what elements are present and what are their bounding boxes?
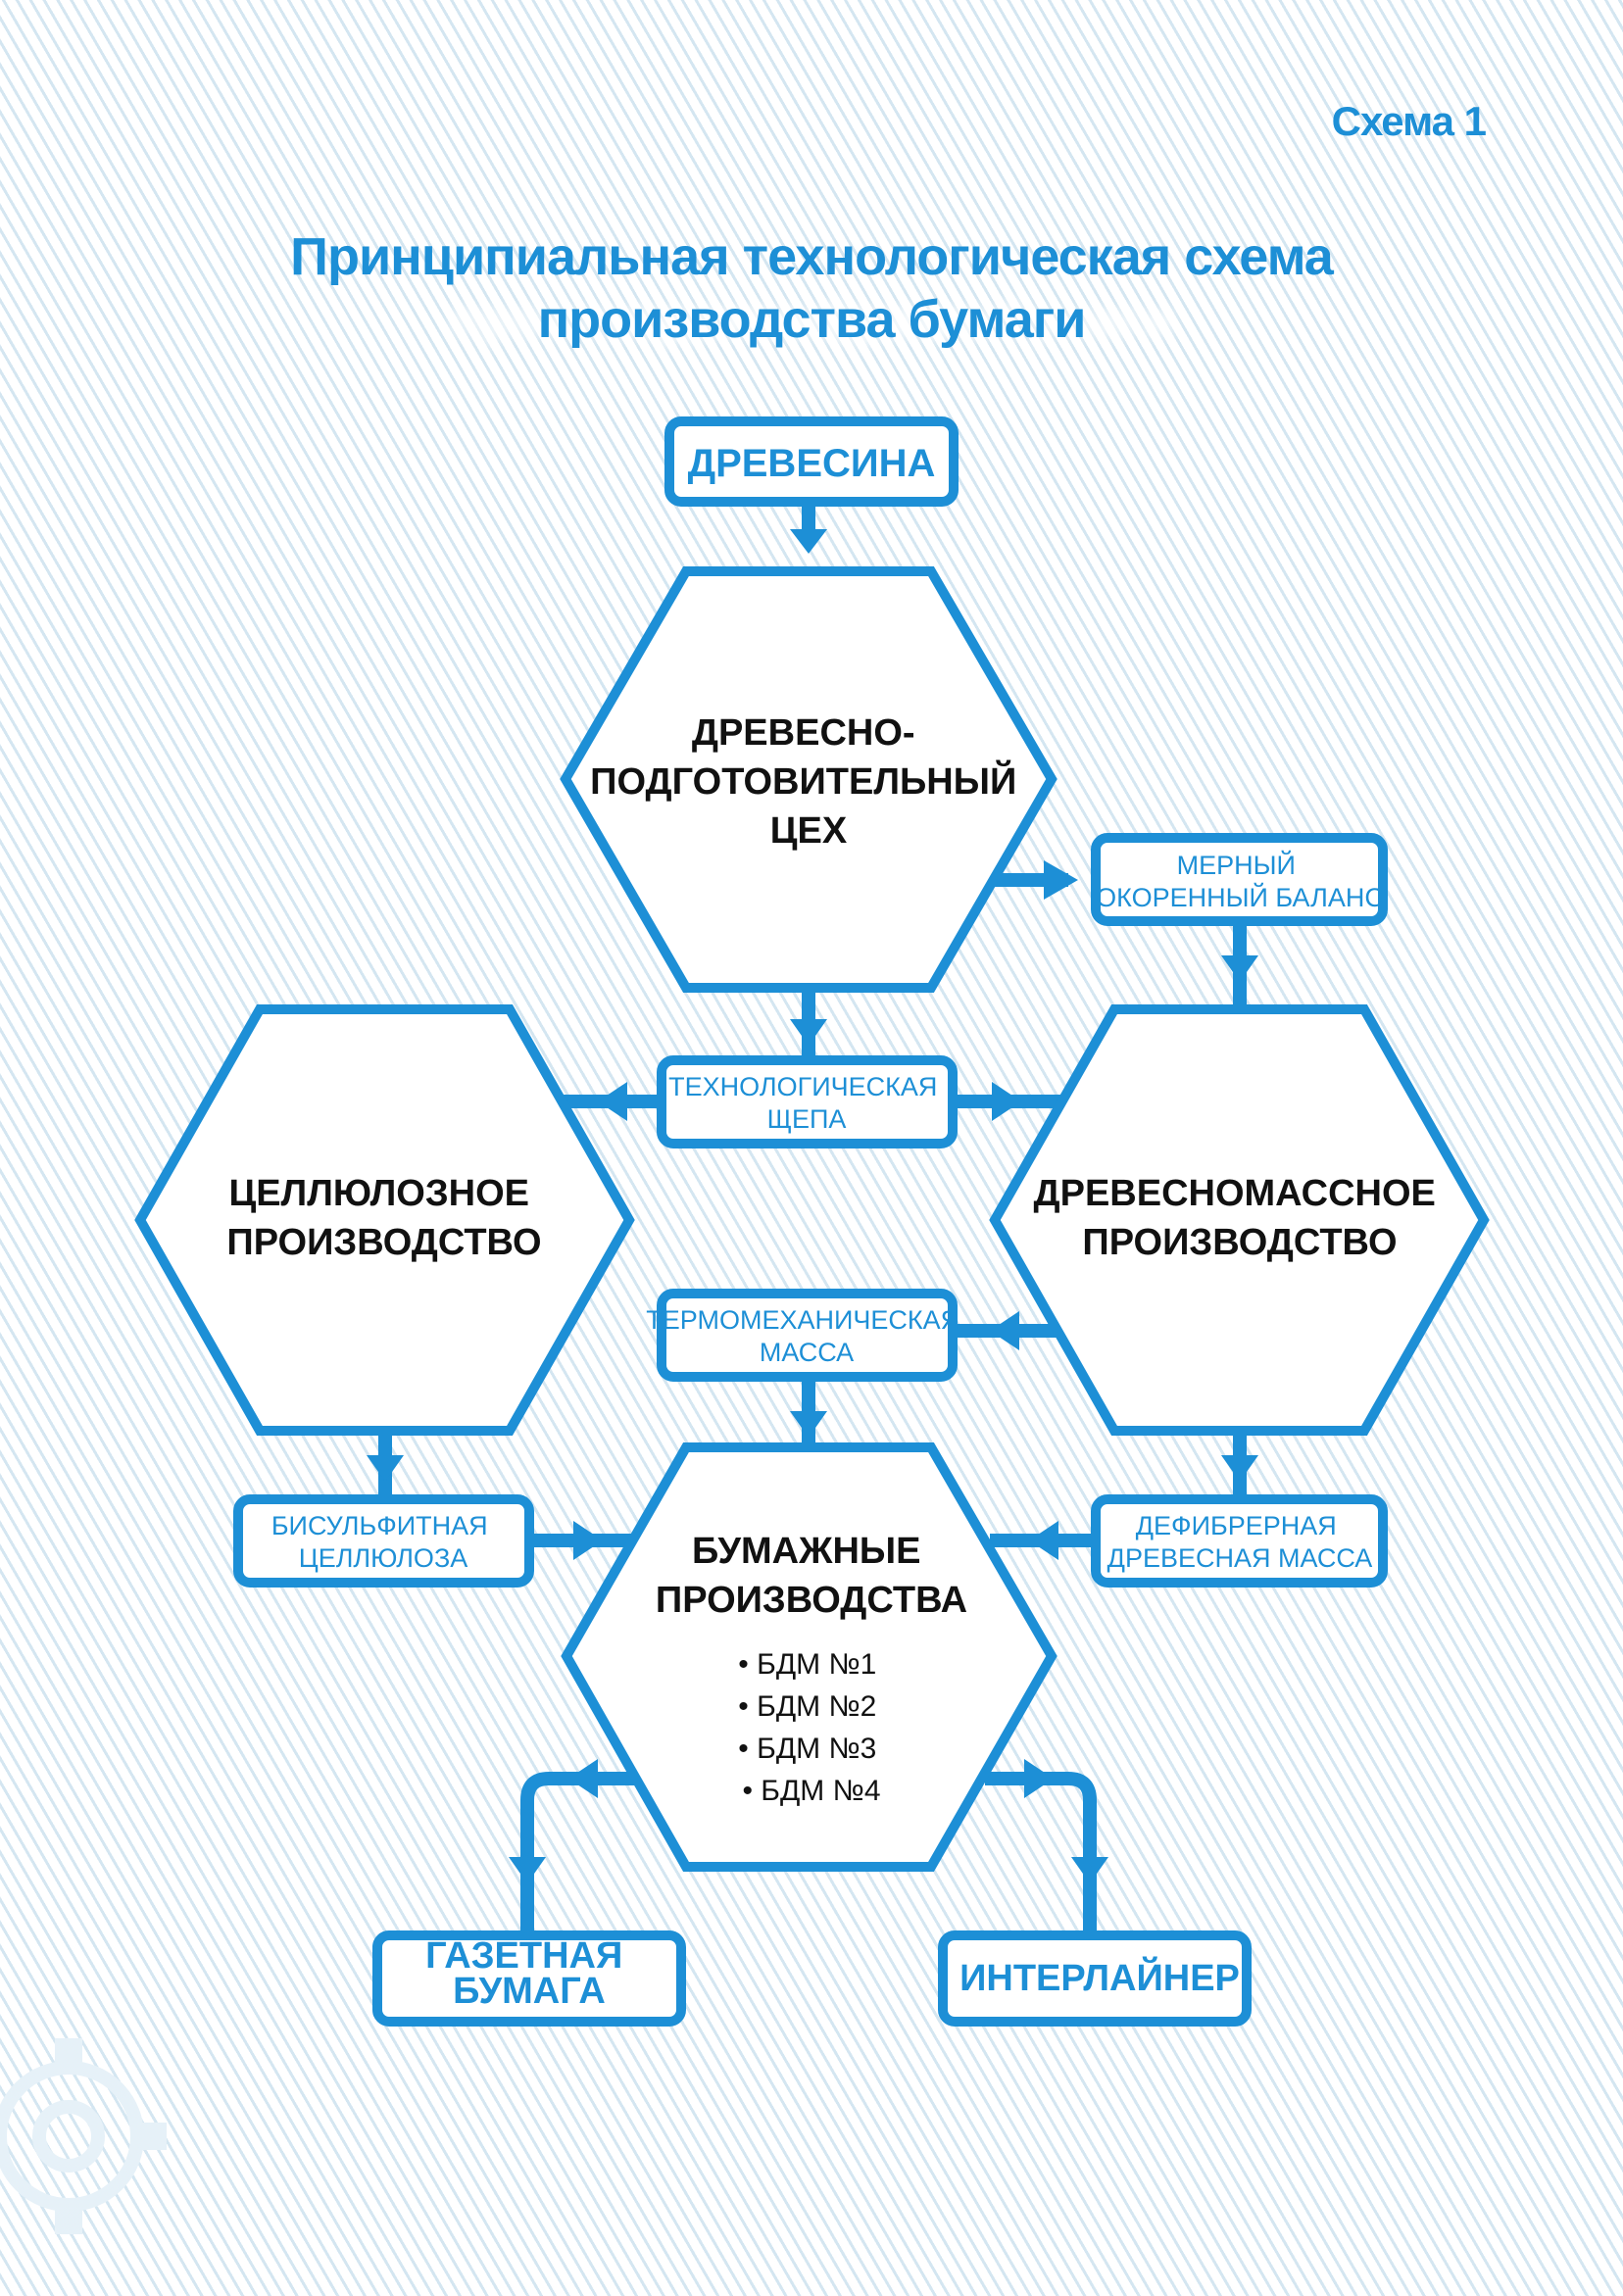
- label-barked-logs: МЕРНЫЙ ОКОРЕННЫЙ БАЛАНС: [1096, 850, 1384, 912]
- box-sulfite-pulp: [233, 1494, 534, 1588]
- box-tmp: [657, 1289, 958, 1382]
- arrow-paper-to-newsprint: [520, 1772, 635, 1935]
- title-line-2: производства бумаги: [537, 290, 1087, 349]
- arrowhead-chips-to-groundwood: [992, 1082, 1021, 1121]
- label-tmp: ТЕРМОМЕХАНИЧЕСКАЯ МАССА: [646, 1305, 966, 1367]
- arrowhead-paper-to-newsprint-b: [509, 1857, 546, 1883]
- label-chips: ТЕХНОЛОГИЧЕСКАЯ ЩЕПА: [668, 1072, 945, 1134]
- arrowhead-pulp-to-sulfite: [367, 1455, 404, 1482]
- arrow-paper-to-interliner: [985, 1772, 1097, 1935]
- hex-pulp-production: [134, 1004, 635, 1436]
- arrowhead-groundwood-to-groundwood-mass: [1221, 1455, 1258, 1482]
- box-newsprint: [372, 1930, 686, 2027]
- arrowhead-logs-to-groundwood: [1221, 955, 1258, 982]
- arrowhead-groundwood-mass-to-paper: [1029, 1521, 1058, 1560]
- box-ground-wood: [1091, 1494, 1388, 1588]
- box-barked-logs: [1091, 833, 1388, 926]
- arrowhead-tmp-to-paper: [790, 1411, 827, 1438]
- box-wood: [664, 416, 959, 507]
- box-chips: [657, 1055, 958, 1148]
- arrowhead-prep-to-logs: [1044, 860, 1078, 900]
- label-pulp-production: ЦЕЛЛЮЛОЗНОЕ ПРОИЗВОДСТВО: [226, 1173, 541, 1263]
- arrowhead-groundwood-to-tmp: [990, 1311, 1019, 1350]
- arrowhead-paper-to-interliner-a: [1024, 1759, 1054, 1798]
- arrowhead-paper-to-interliner-b: [1071, 1857, 1108, 1883]
- title-line-1: Принципиальная технологическая схема: [290, 227, 1334, 286]
- arrowhead-sulfite-to-paper: [573, 1521, 603, 1560]
- connectors: [367, 502, 1258, 1935]
- arrowhead-chips-to-pulp: [598, 1082, 627, 1121]
- arrowhead-prep-to-chips: [790, 1019, 827, 1046]
- label-newsprint: ГАЗЕТНАЯ БУМАГА: [425, 1935, 633, 2012]
- label-wood: ДРЕВЕСИНА: [688, 442, 936, 485]
- hex-paper-production: [561, 1442, 1057, 1872]
- scheme-number-label: Схема 1: [1331, 98, 1487, 144]
- label-wood-prep: ДРЕВЕСНО- ПОДГОТОВИТЕЛЬНЫЙ ЦЕХ: [590, 712, 1027, 852]
- label-interliner: ИНТЕРЛАЙНЕР: [959, 1955, 1240, 1999]
- diagram-title: Принципиальная технологическая схема про…: [0, 225, 1623, 351]
- label-paper-production: БУМАЖНЫЕ ПРОИЗВОДСТВА: [656, 1531, 967, 1621]
- label-groundwood-production: ДРЕВЕСНОМАССНОЕ ПРОИЗВОДСТВО: [1034, 1173, 1447, 1263]
- arrowhead-wood-to-prep: [790, 529, 827, 554]
- label-ground-wood: ДЕФИБРЕРНАЯ ДРЕВЕСНАЯ МАССА: [1107, 1511, 1373, 1573]
- hex-wood-prep: [560, 566, 1057, 993]
- hex-groundwood-production: [989, 1004, 1490, 1436]
- paper-machines-list: • БДМ №1 • БДМ №2 • БДМ №3 • БДМ №4: [738, 1648, 884, 1807]
- box-interliner: [938, 1930, 1252, 2027]
- arrowhead-paper-to-newsprint-a: [568, 1759, 598, 1798]
- gear-watermark-icon: [0, 2038, 167, 2234]
- label-sulfite-pulp: БИСУЛЬФИТНАЯ ЦЕЛЛЮЛОЗА: [271, 1511, 495, 1573]
